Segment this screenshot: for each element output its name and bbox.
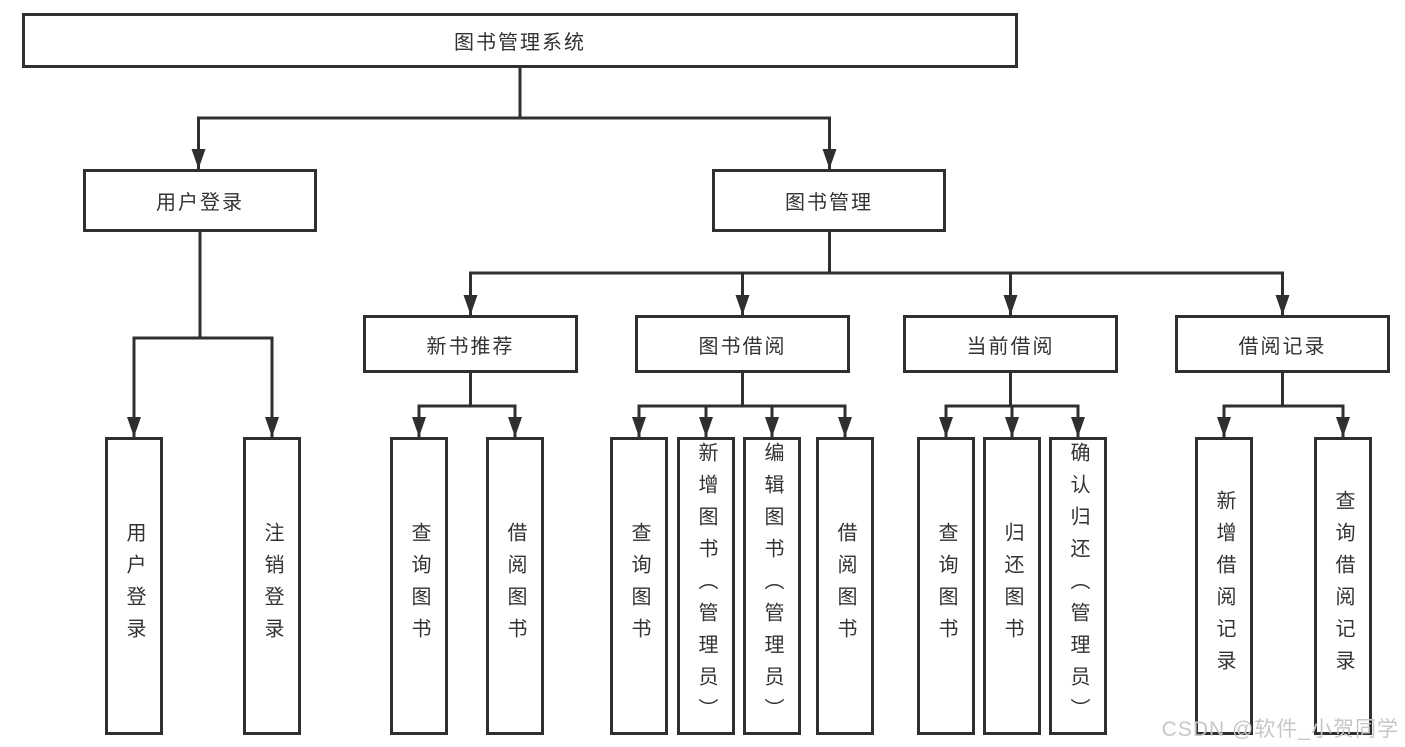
node-new-book-recommend: 新书推荐 (363, 315, 578, 373)
leaf-borrow-book: 借阅图书 (816, 437, 874, 735)
leaf-query-borrow-record: 查询借阅记录 (1314, 437, 1372, 735)
node-borrow-records: 借阅记录 (1175, 315, 1390, 373)
leaf-return-book: 归还图书 (983, 437, 1041, 735)
node-book-borrow: 图书借阅 (635, 315, 850, 373)
watermark: CSDN @软件_小贺同学 (1161, 718, 1399, 741)
connector-book-management (463, 229, 1290, 315)
leaf-confirm-return-admin: 确认归还（管理员） (1049, 437, 1107, 735)
leaf-query-book-recommend: 查询图书 (390, 437, 448, 735)
leaf-add-book-admin: 新增图书（管理员） (677, 437, 735, 735)
leaf-user-login: 用户登录 (105, 437, 163, 735)
leaf-borrow-book-recommend: 借阅图书 (486, 437, 544, 735)
leaf-logout: 注销登录 (243, 437, 301, 735)
connector-new-book-recommend (412, 371, 522, 437)
node-user-login: 用户登录 (83, 169, 317, 232)
node-book-management: 图书管理 (712, 169, 946, 232)
leaf-edit-book-admin: 编辑图书（管理员） (743, 437, 801, 735)
connector-user-login (127, 229, 279, 437)
leaf-query-book-current: 查询图书 (917, 437, 975, 735)
connector-borrow-records (1217, 371, 1350, 437)
leaf-add-borrow-record: 新增借阅记录 (1195, 437, 1253, 735)
node-current-borrow: 当前借阅 (903, 315, 1118, 373)
connector-book-borrow (632, 371, 852, 437)
leaf-query-book-borrow: 查询图书 (610, 437, 668, 735)
connector-current-borrow (939, 371, 1085, 437)
connector-root (191, 68, 837, 169)
node-root: 图书管理系统 (22, 13, 1018, 68)
